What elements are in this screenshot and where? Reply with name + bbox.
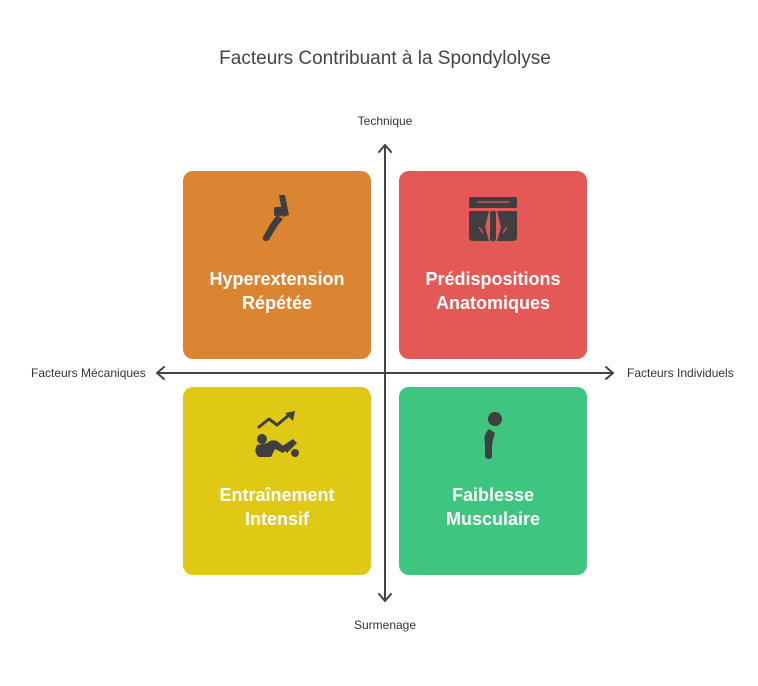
quadrant-card-hyperextension: Hyperextension Répétée <box>183 171 371 359</box>
arrow-down-icon <box>378 593 392 602</box>
card-label-line: Faiblesse <box>451 485 535 505</box>
arrow-right-icon <box>605 366 614 380</box>
diagram-title: Facteurs Contribuant à la Spondylolyse <box>219 48 551 69</box>
spine-anatomy-icon <box>469 197 517 241</box>
card-label-line: Musculaire <box>445 509 541 529</box>
axis-label-left: Facteurs Mécaniques <box>31 366 146 380</box>
quadrant-card-weakness: Faiblesse Musculaire <box>399 387 587 575</box>
card-label-line: Répétée <box>241 293 313 313</box>
card-label-line: Intensif <box>244 509 309 529</box>
card-label-line: Anatomiques <box>435 293 550 313</box>
arrow-up-icon <box>378 144 392 153</box>
quadrant-card-training: Entraînement Intensif <box>183 387 371 575</box>
card-label-line: Entraînement <box>219 485 335 505</box>
card-label-line: Prédispositions <box>425 269 561 289</box>
axis-label-right: Facteurs Individuels <box>627 366 734 380</box>
axis-label-top: Technique <box>357 114 413 128</box>
weak-posture-icon <box>484 412 502 459</box>
quadrant-card-predispositions: Prédispositions Anatomiques <box>399 171 587 359</box>
intense-training-icon <box>255 411 299 457</box>
card-label-line: Hyperextension <box>209 269 345 289</box>
arrow-left-icon <box>156 366 165 380</box>
axis-label-bottom: Surmenage <box>353 618 417 632</box>
hyperextension-icon <box>262 195 289 241</box>
